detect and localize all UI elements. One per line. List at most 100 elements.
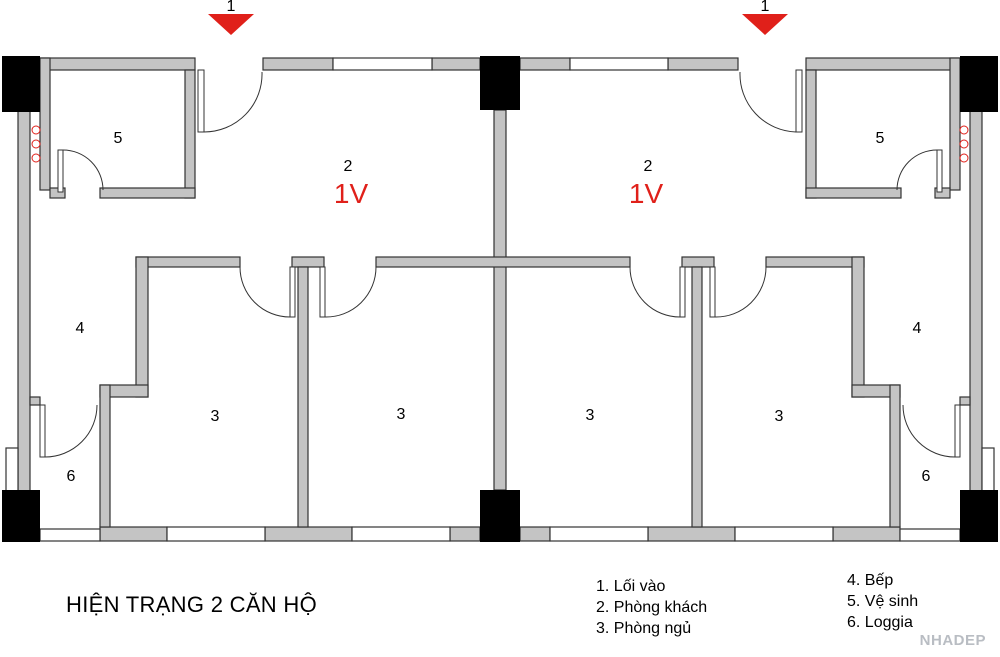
door-swing xyxy=(629,266,681,318)
legend-item: 4. Bếp xyxy=(847,572,894,589)
room-label-wc: 5 xyxy=(114,130,123,147)
door-swing xyxy=(714,266,767,318)
wall xyxy=(264,526,353,542)
column xyxy=(960,56,998,112)
door-leaf xyxy=(679,266,686,318)
pipe-icon xyxy=(31,153,41,163)
wall xyxy=(647,526,736,542)
door-leaf xyxy=(289,266,296,318)
wall xyxy=(519,526,551,542)
wall xyxy=(431,57,481,71)
wall xyxy=(765,256,865,268)
window xyxy=(569,57,669,71)
room-label-living: 2 xyxy=(344,158,353,175)
window xyxy=(734,526,834,542)
wall xyxy=(291,256,325,268)
room-label-wc: 5 xyxy=(876,130,885,147)
door-swing xyxy=(902,404,956,458)
door-leaf xyxy=(954,404,961,458)
window xyxy=(166,526,266,542)
wall xyxy=(99,526,168,542)
wall xyxy=(184,69,196,199)
column xyxy=(2,490,40,542)
door-leaf xyxy=(319,266,326,318)
door-leaf xyxy=(197,69,205,133)
watermark-logo: NHADEP xyxy=(919,632,986,649)
window xyxy=(899,528,961,542)
column xyxy=(960,490,998,542)
room-label-bedroom: 3 xyxy=(397,406,406,423)
entry-label: 1 xyxy=(227,0,236,15)
pipe-icon xyxy=(959,125,969,135)
wall xyxy=(805,69,817,199)
window xyxy=(351,526,451,542)
wall xyxy=(449,526,481,542)
wall xyxy=(99,187,196,199)
door-leaf xyxy=(57,149,64,193)
door-swing xyxy=(44,404,98,458)
wall xyxy=(949,57,961,191)
wall xyxy=(681,256,715,268)
wall xyxy=(375,256,631,268)
pipe-icon xyxy=(959,153,969,163)
window xyxy=(981,447,995,494)
room-label-loggia: 6 xyxy=(67,468,76,485)
door-leaf xyxy=(795,69,803,133)
entry-label: 1 xyxy=(761,0,770,15)
door-leaf xyxy=(39,404,46,458)
window xyxy=(549,526,649,542)
door-swing xyxy=(62,149,104,191)
wall xyxy=(969,94,983,501)
wall xyxy=(39,57,196,71)
wall xyxy=(29,396,41,406)
column xyxy=(2,56,40,112)
wall xyxy=(667,57,739,71)
legend-item: 1. Lối vào xyxy=(596,578,666,595)
door-swing xyxy=(203,71,263,133)
room-label-bedroom: 3 xyxy=(775,408,784,425)
wall xyxy=(519,57,571,71)
wall xyxy=(297,266,309,528)
window xyxy=(5,447,19,494)
legend-item: 5. Vệ sinh xyxy=(847,593,919,610)
door-swing xyxy=(324,266,377,318)
door-swing xyxy=(896,149,938,191)
wall xyxy=(805,187,902,199)
unit-code: 1V xyxy=(334,178,369,209)
wall xyxy=(135,256,241,268)
door-leaf xyxy=(936,149,943,193)
wall xyxy=(832,526,901,542)
door-swing xyxy=(239,266,291,318)
room-label-bedroom: 3 xyxy=(211,408,220,425)
window xyxy=(39,528,101,542)
column xyxy=(480,56,520,110)
wall xyxy=(17,94,31,501)
legend-item: 3. Phòng ngủ xyxy=(596,620,692,637)
room-label-kitchen: 4 xyxy=(76,320,85,337)
wall xyxy=(135,256,149,398)
room-label-kitchen: 4 xyxy=(913,320,922,337)
wall xyxy=(39,57,51,191)
room-label-living: 2 xyxy=(644,158,653,175)
window xyxy=(332,57,433,71)
wall xyxy=(262,57,334,71)
wall xyxy=(851,256,865,398)
wall xyxy=(959,396,971,406)
wall xyxy=(889,384,901,528)
unit-code: 1V xyxy=(629,178,664,209)
wall xyxy=(99,384,111,528)
pipe-icon xyxy=(31,125,41,135)
wall xyxy=(805,57,961,71)
room-label-bedroom: 3 xyxy=(586,407,595,424)
door-swing xyxy=(739,71,797,133)
floor-plan: 1 1 5 5 2 2 1V 1V 4 4 3 3 3 3 6 6 xyxy=(2,0,998,542)
entry-marker-icon xyxy=(742,14,788,35)
door-leaf xyxy=(709,266,716,318)
pipe-icon xyxy=(959,139,969,149)
plan-title: HIỆN TRẠNG 2 CĂN HỘ xyxy=(66,592,317,617)
pipe-icon xyxy=(31,139,41,149)
wall xyxy=(691,266,703,528)
legend-item: 6. Loggia xyxy=(847,614,913,631)
wall xyxy=(493,109,507,491)
room-label-loggia: 6 xyxy=(922,468,931,485)
